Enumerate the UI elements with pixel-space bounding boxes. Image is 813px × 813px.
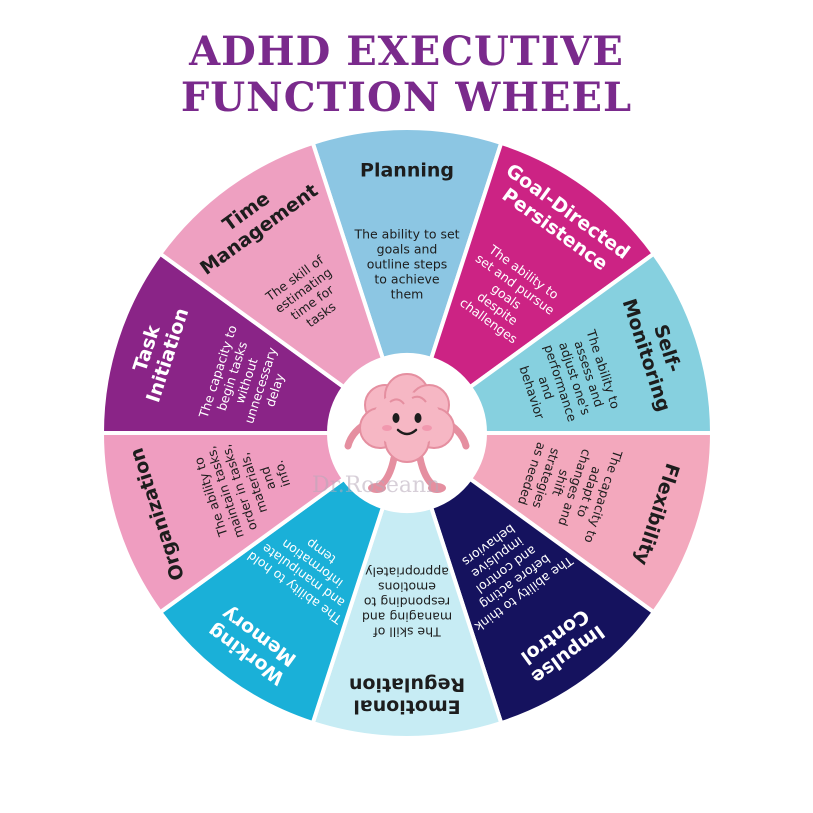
segment-title-emotional-regulation-line-1: Emotional (353, 696, 460, 718)
segment-title-emotional-regulation-line-2: Regulation (349, 674, 465, 696)
segment-desc-self-monitoring-line-5: and (536, 374, 558, 401)
segment-desc-planning-line-4: to achieve (374, 272, 440, 287)
smiling-brain-icon (344, 373, 470, 493)
segment-desc-emotional-regulation-line-1: The skill of (373, 625, 442, 640)
segment-desc-planning-line-2: goals and (377, 242, 438, 257)
segment-desc-organization-line-5: and (257, 465, 279, 492)
segment-desc-emotional-regulation-line-2: managing and (362, 610, 452, 625)
segment-title-planning-line-1: Planning (360, 160, 454, 182)
watermark-text: Dr.Roseann (312, 473, 440, 498)
page-title-line-1: ADHD EXECUTIVE (189, 28, 624, 75)
segment-desc-emotional-regulation-line-3: responding to (364, 595, 450, 610)
segment-desc-planning-line-5: them (391, 287, 424, 302)
segment-desc-planning-line-1: The ability to set (353, 227, 459, 242)
page-title-line-2: FUNCTION WHEEL (180, 74, 633, 121)
segment-desc-planning-line-3: outline steps (367, 257, 448, 272)
segment-desc-emotional-regulation-line-5: appropriately (365, 565, 449, 580)
segment-desc-emotional-regulation-line-4: emotions (378, 580, 436, 595)
